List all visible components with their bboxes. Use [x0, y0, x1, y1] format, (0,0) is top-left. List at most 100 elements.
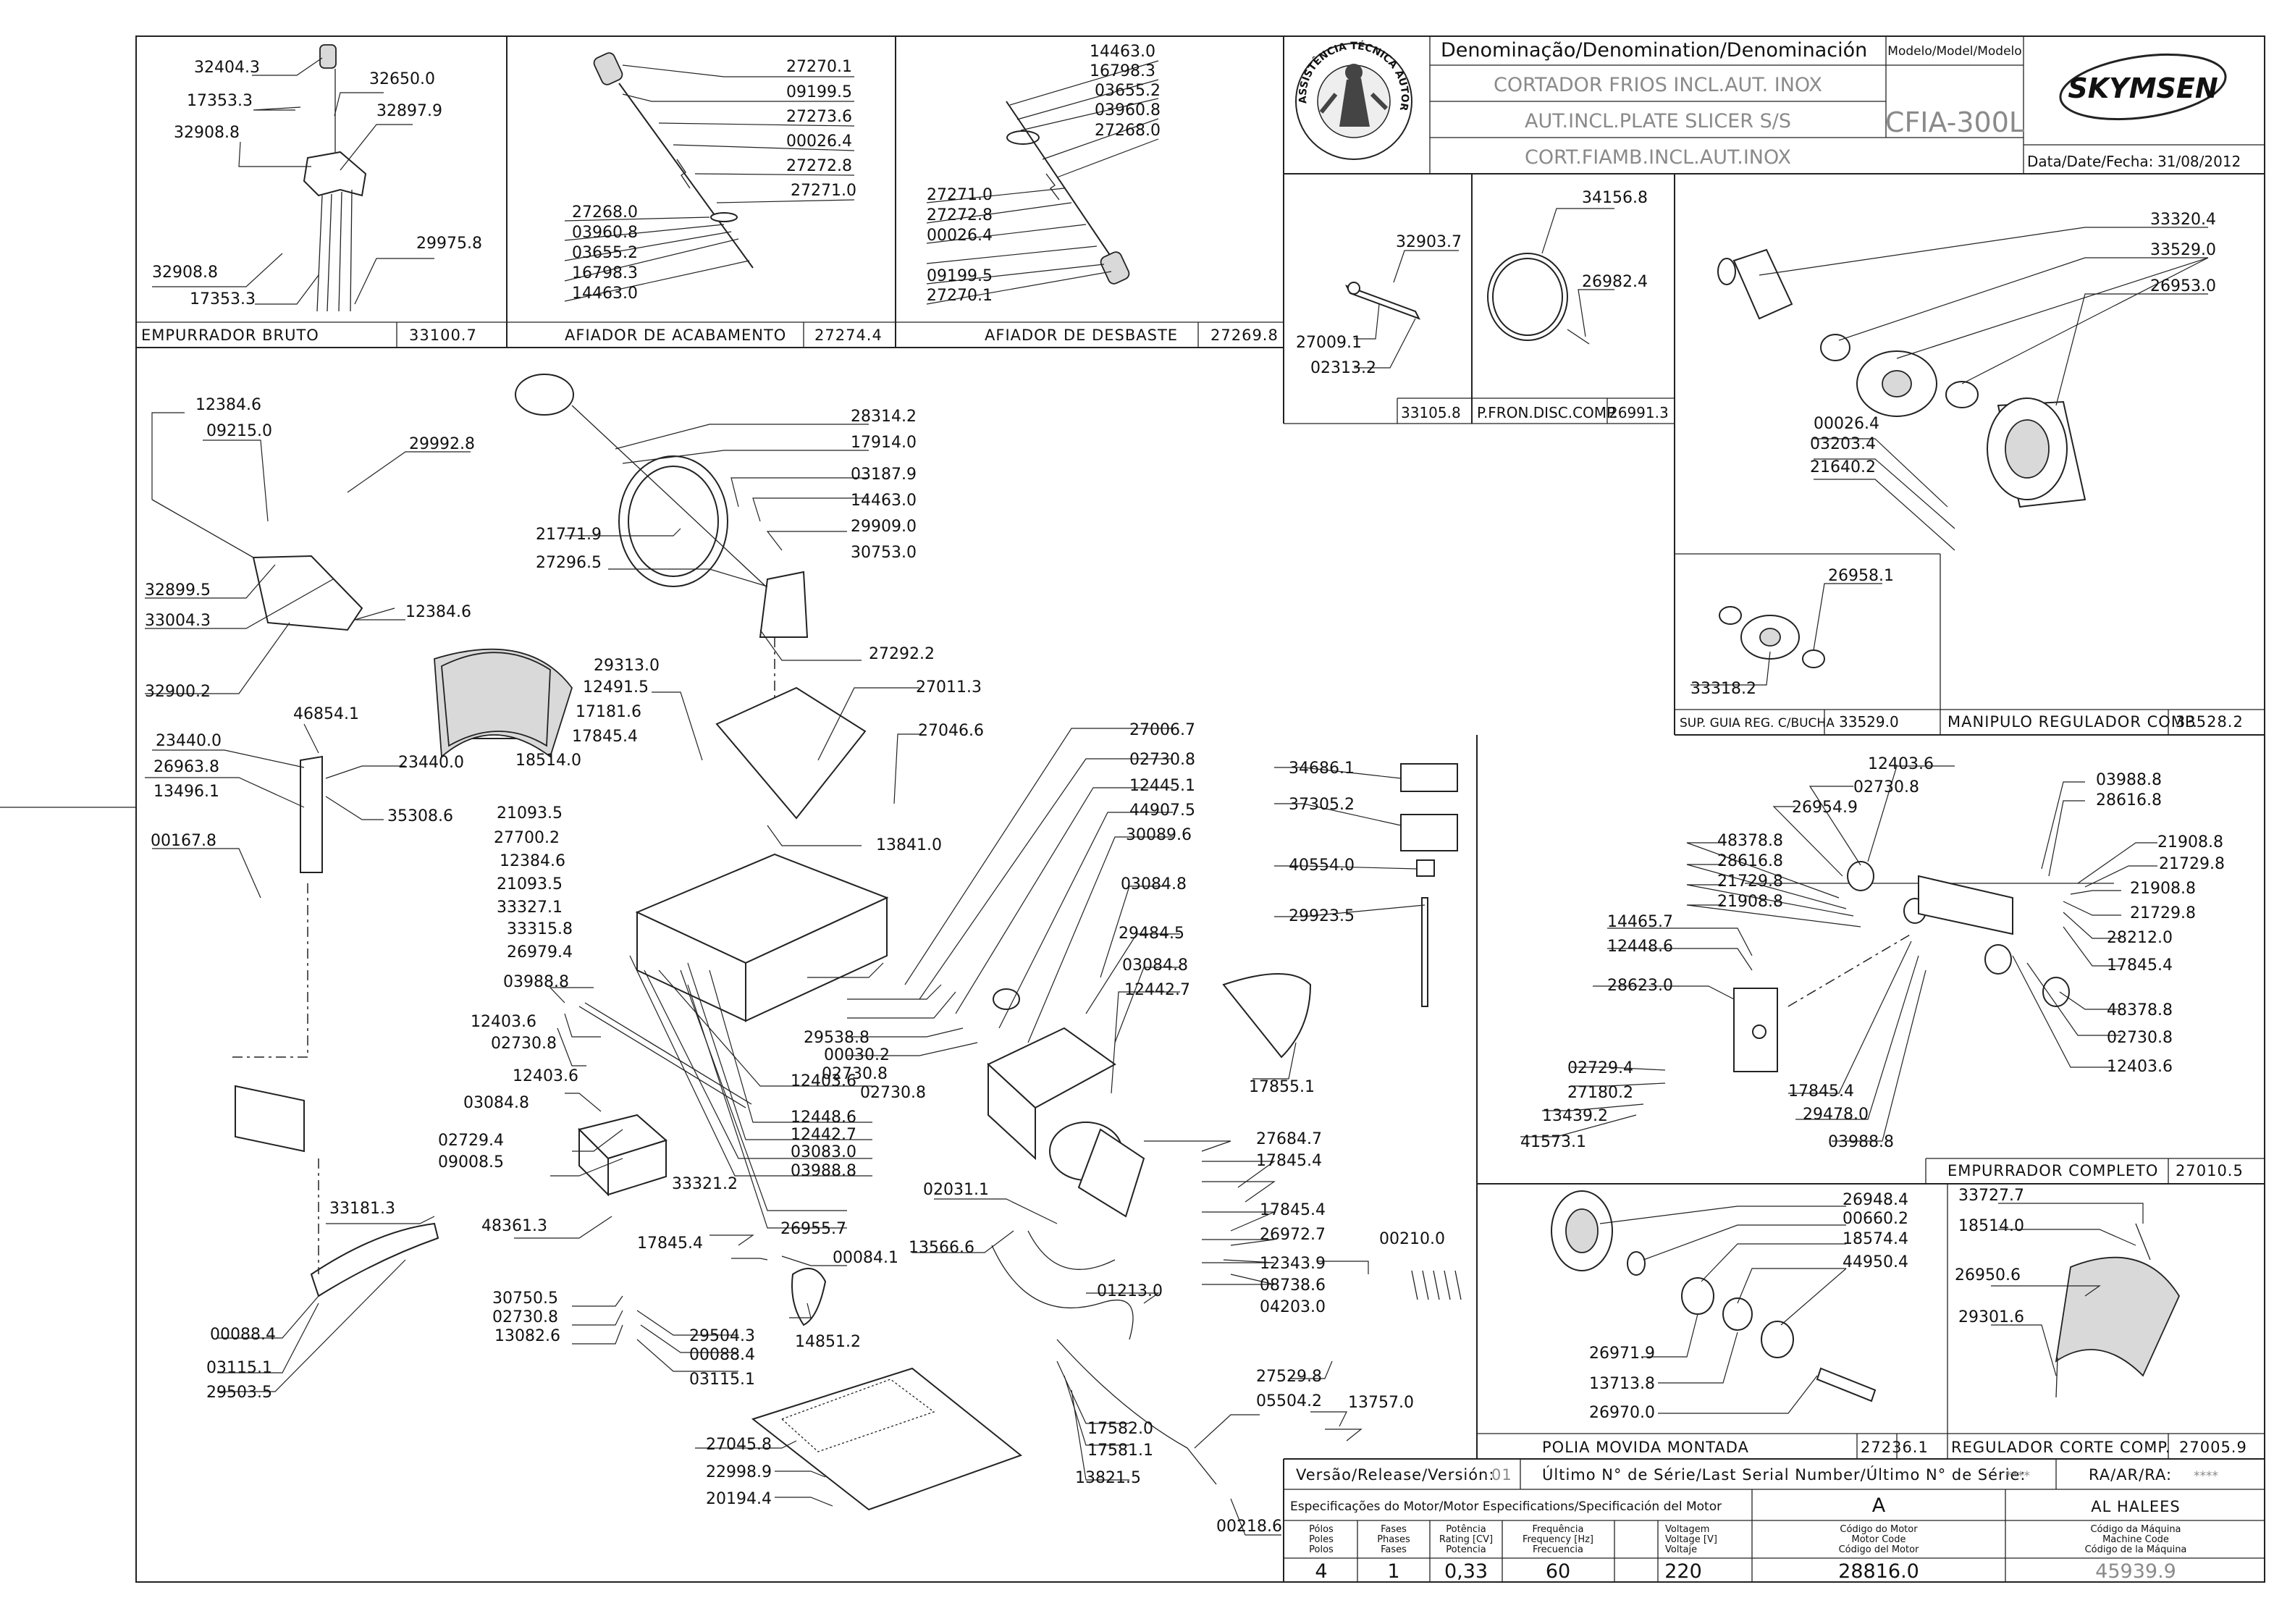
rating-value: 0,33: [1444, 1560, 1488, 1583]
part-number-label: 02730.8: [1853, 778, 1919, 796]
part-number-label: 17353.3: [187, 92, 253, 110]
part-number-label: 12448.6: [791, 1108, 856, 1127]
product-name-pt: CORTADOR FRIOS INCL.AUT. INOX: [1494, 74, 1822, 96]
motor-code-header: Motor Code: [1852, 1534, 1906, 1545]
part-number-label: 27272.8: [927, 206, 993, 224]
part-number-label: 03084.8: [1121, 875, 1187, 893]
part-number-label: 17845.4: [572, 728, 638, 746]
part-number-label: 29975.8: [416, 235, 482, 253]
part-number-label: 30753.0: [851, 544, 917, 562]
part-number-label: 12445.1: [1129, 777, 1195, 795]
part-number-label: 22998.9: [706, 1463, 772, 1481]
column-a: A: [1872, 1494, 1886, 1517]
part-number-label: 13757.0: [1348, 1394, 1414, 1412]
ra-value: ****: [2194, 1469, 2218, 1484]
machine-code-header: Machine Code: [2102, 1534, 2169, 1545]
part-number-label: 28616.8: [2096, 791, 2162, 809]
spec-values: 4 1 0,33 60 220 28816.0 45939.9: [1315, 1560, 2176, 1583]
motor-spec-label: Especificações do Motor/Motor Especifica…: [1290, 1499, 1722, 1514]
part-number-label: 04203.0: [1260, 1298, 1326, 1316]
part-number-label: 03084.8: [463, 1094, 529, 1112]
denomination-label: Denominação/Denomination/Denominación: [1441, 39, 1867, 62]
part-number-label: 26948.4: [1843, 1191, 1908, 1209]
part-number-label: 02313.2: [1310, 359, 1376, 377]
part-number-label: 00026.4: [786, 132, 852, 151]
version-label: Versão/Release/Versión:: [1296, 1466, 1494, 1484]
part-number-label: 00210.0: [1379, 1230, 1445, 1248]
part-number-label: 03988.8: [791, 1162, 856, 1180]
part-number-label: 28623.0: [1607, 977, 1673, 995]
ra-label: RA/AR/RA:: [2089, 1466, 2172, 1484]
poles-header: Pólos: [1309, 1524, 1334, 1535]
part-number-label: 48378.8: [1717, 832, 1783, 850]
part-number-label: 03960.8: [1095, 101, 1161, 119]
subassembly-code: 33528.2: [2176, 713, 2244, 731]
part-number-label: 29909.0: [851, 518, 917, 536]
part-number-label: 32900.2: [145, 683, 211, 701]
machine-code-value: 45939.9: [2095, 1560, 2176, 1583]
part-number-label: 29313.0: [594, 657, 660, 675]
part-number-label: 17845.4: [1788, 1082, 1854, 1101]
part-number-label: 27268.0: [1095, 122, 1161, 140]
part-number-label: 18574.4: [1843, 1230, 1908, 1248]
part-number-label: 27296.5: [536, 554, 602, 572]
part-number-label: 03115.1: [206, 1359, 272, 1377]
part-number-label: 17855.1: [1249, 1078, 1315, 1096]
spec-headers: Pólos Poles Polos Fases Phases Fases Pot…: [1309, 1524, 2186, 1555]
part-number-label: 28212.0: [2107, 929, 2173, 947]
part-number-label: 12403.6: [791, 1072, 856, 1090]
part-number-label: 09008.5: [438, 1153, 504, 1171]
serial-value: ****: [2005, 1469, 2030, 1484]
subassembly-name: AFIADOR DE ACABAMENTO: [565, 327, 786, 344]
part-number-label: 27270.1: [927, 287, 993, 305]
part-number-label: 09199.5: [786, 83, 852, 101]
part-number-label: 33320.4: [2150, 211, 2216, 229]
part-number-label: 32404.3: [194, 59, 260, 77]
date-label: Data/Date/Fecha:: [2027, 153, 2153, 170]
part-number-label: 30750.5: [492, 1289, 558, 1308]
part-number-label: 12491.5: [583, 678, 649, 697]
part-number-label: 21640.2: [1810, 458, 1876, 476]
brand-logo: SKYMSEN: [2059, 53, 2227, 121]
part-number-label: 05504.2: [1256, 1392, 1322, 1410]
subassembly-code: 27236.1: [1861, 1439, 1929, 1456]
part-number-label: 23440.0: [156, 732, 222, 750]
part-number-label: 29992.8: [409, 435, 475, 453]
part-number-label: 00026.4: [927, 227, 993, 245]
motor-code-header: Código del Motor: [1839, 1544, 1919, 1555]
product-name-en: AUT.INCL.PLATE SLICER S/S: [1525, 110, 1791, 132]
date-value: 31/08/2012: [2157, 153, 2241, 170]
poles-header: Polos: [1309, 1544, 1334, 1555]
part-number-label: 28314.2: [851, 408, 917, 426]
subassembly-code: 33529.0: [1839, 713, 1899, 731]
part-number-label: 03988.8: [2096, 771, 2162, 789]
part-number-label: 27045.8: [706, 1436, 772, 1454]
part-number-label: 03084.8: [1122, 956, 1188, 975]
part-number-label: 32903.7: [1396, 233, 1462, 251]
column-b: AL HALEES: [2091, 1498, 2180, 1515]
phases-header: Fases: [1381, 1544, 1407, 1555]
part-number-label: 17581.1: [1087, 1442, 1153, 1460]
part-number-label: 33321.2: [672, 1175, 738, 1193]
subassembly-name: EMPURRADOR COMPLETO: [1947, 1162, 2158, 1179]
part-number-label: 17845.4: [1260, 1201, 1326, 1219]
part-number-label: 34156.8: [1582, 189, 1648, 207]
motor-code-value: 28816.0: [1838, 1560, 1919, 1583]
part-number-label: 27272.8: [786, 157, 852, 175]
part-number-label: 03187.9: [851, 466, 917, 484]
part-number-label: 29301.6: [1958, 1308, 2024, 1326]
part-number-label: 00088.4: [210, 1326, 276, 1344]
part-number-label: 40554.0: [1289, 857, 1355, 875]
part-number-label: 16798.3: [1090, 62, 1155, 80]
part-number-label: 21908.8: [1717, 893, 1783, 911]
part-number-label: 27271.0: [791, 182, 856, 200]
voltage-header: Voltage [V]: [1665, 1534, 1717, 1545]
model-code: CFIA-300L: [1885, 106, 2024, 138]
part-number-label: 12448.6: [1607, 938, 1673, 956]
part-number-label: 44907.5: [1129, 802, 1195, 820]
frequency-header: Frequency [Hz]: [1523, 1534, 1593, 1545]
part-number-label: 02729.4: [1567, 1059, 1633, 1077]
subassembly-name: POLIA MOVIDA MONTADA: [1542, 1439, 1749, 1456]
part-number-label: 26963.8: [153, 758, 219, 776]
part-number-label: 37305.2: [1289, 796, 1355, 814]
